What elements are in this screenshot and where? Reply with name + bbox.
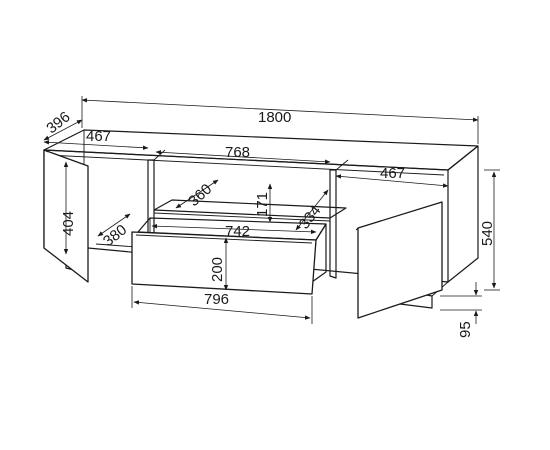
dim-drawer-inner-width-label: 742 xyxy=(225,223,250,240)
dim-leg-height-label: 95 xyxy=(457,321,474,338)
dim-inner-depth-line xyxy=(97,213,131,237)
dim-door-height-label: 404 xyxy=(60,211,77,236)
right-side-panel xyxy=(447,145,479,283)
right-partition xyxy=(329,169,337,279)
dim-drawer-front-width-line xyxy=(133,300,311,320)
dim-shelf-depth: 360 xyxy=(175,179,219,210)
dim-middle-section: 768 xyxy=(155,144,331,164)
dim-left-section-label: 467 xyxy=(86,128,111,145)
dim-shelf-gap-label: 171 xyxy=(254,192,271,217)
dim-right-section-line xyxy=(335,174,449,188)
dim-right-section: 467 xyxy=(335,165,449,188)
dim-left-section-line xyxy=(43,140,149,150)
front-top-inner-edge xyxy=(47,154,445,176)
dim-total-height: 540 xyxy=(479,169,500,291)
dim-drawer-front-width: 796 xyxy=(131,286,313,324)
dim-total-width: 1800 xyxy=(81,96,479,144)
left-door-hinge xyxy=(43,149,49,153)
dim-depth-line xyxy=(43,119,83,141)
dim-drawer-height-label: 200 xyxy=(209,257,226,282)
dim-drawer-inner-width: 742 xyxy=(151,223,317,240)
dim-drawer-depth-line xyxy=(295,189,329,231)
dim-leg-height: 95 xyxy=(440,282,482,338)
dim-door-height: 404 xyxy=(60,161,77,255)
right-partition-top xyxy=(335,159,349,171)
right-door-panel xyxy=(357,201,443,319)
dim-shelf-gap: 171 xyxy=(254,183,273,223)
dim-total-width-label: 1800 xyxy=(258,109,291,126)
dim-total-height-label: 540 xyxy=(479,221,496,246)
dim-drawer-inner-width-line xyxy=(151,223,317,235)
dim-drawer-depth: 334 xyxy=(295,189,329,232)
dim-depth-label: 396 xyxy=(43,108,73,137)
dim-depth: 396 xyxy=(43,108,83,141)
dim-drawer-front-width-label: 796 xyxy=(204,291,229,308)
dim-middle-section-line xyxy=(155,150,331,164)
dim-total-width-line xyxy=(81,98,479,122)
dim-drawer-height: 200 xyxy=(209,237,229,291)
dim-shelf-depth-line xyxy=(175,179,219,209)
dim-middle-section-label: 768 xyxy=(225,144,250,161)
dim-left-section: 467 xyxy=(43,128,149,150)
dim-right-section-label: 467 xyxy=(380,165,405,182)
right-door xyxy=(355,201,443,319)
right-door-edge xyxy=(355,227,359,231)
